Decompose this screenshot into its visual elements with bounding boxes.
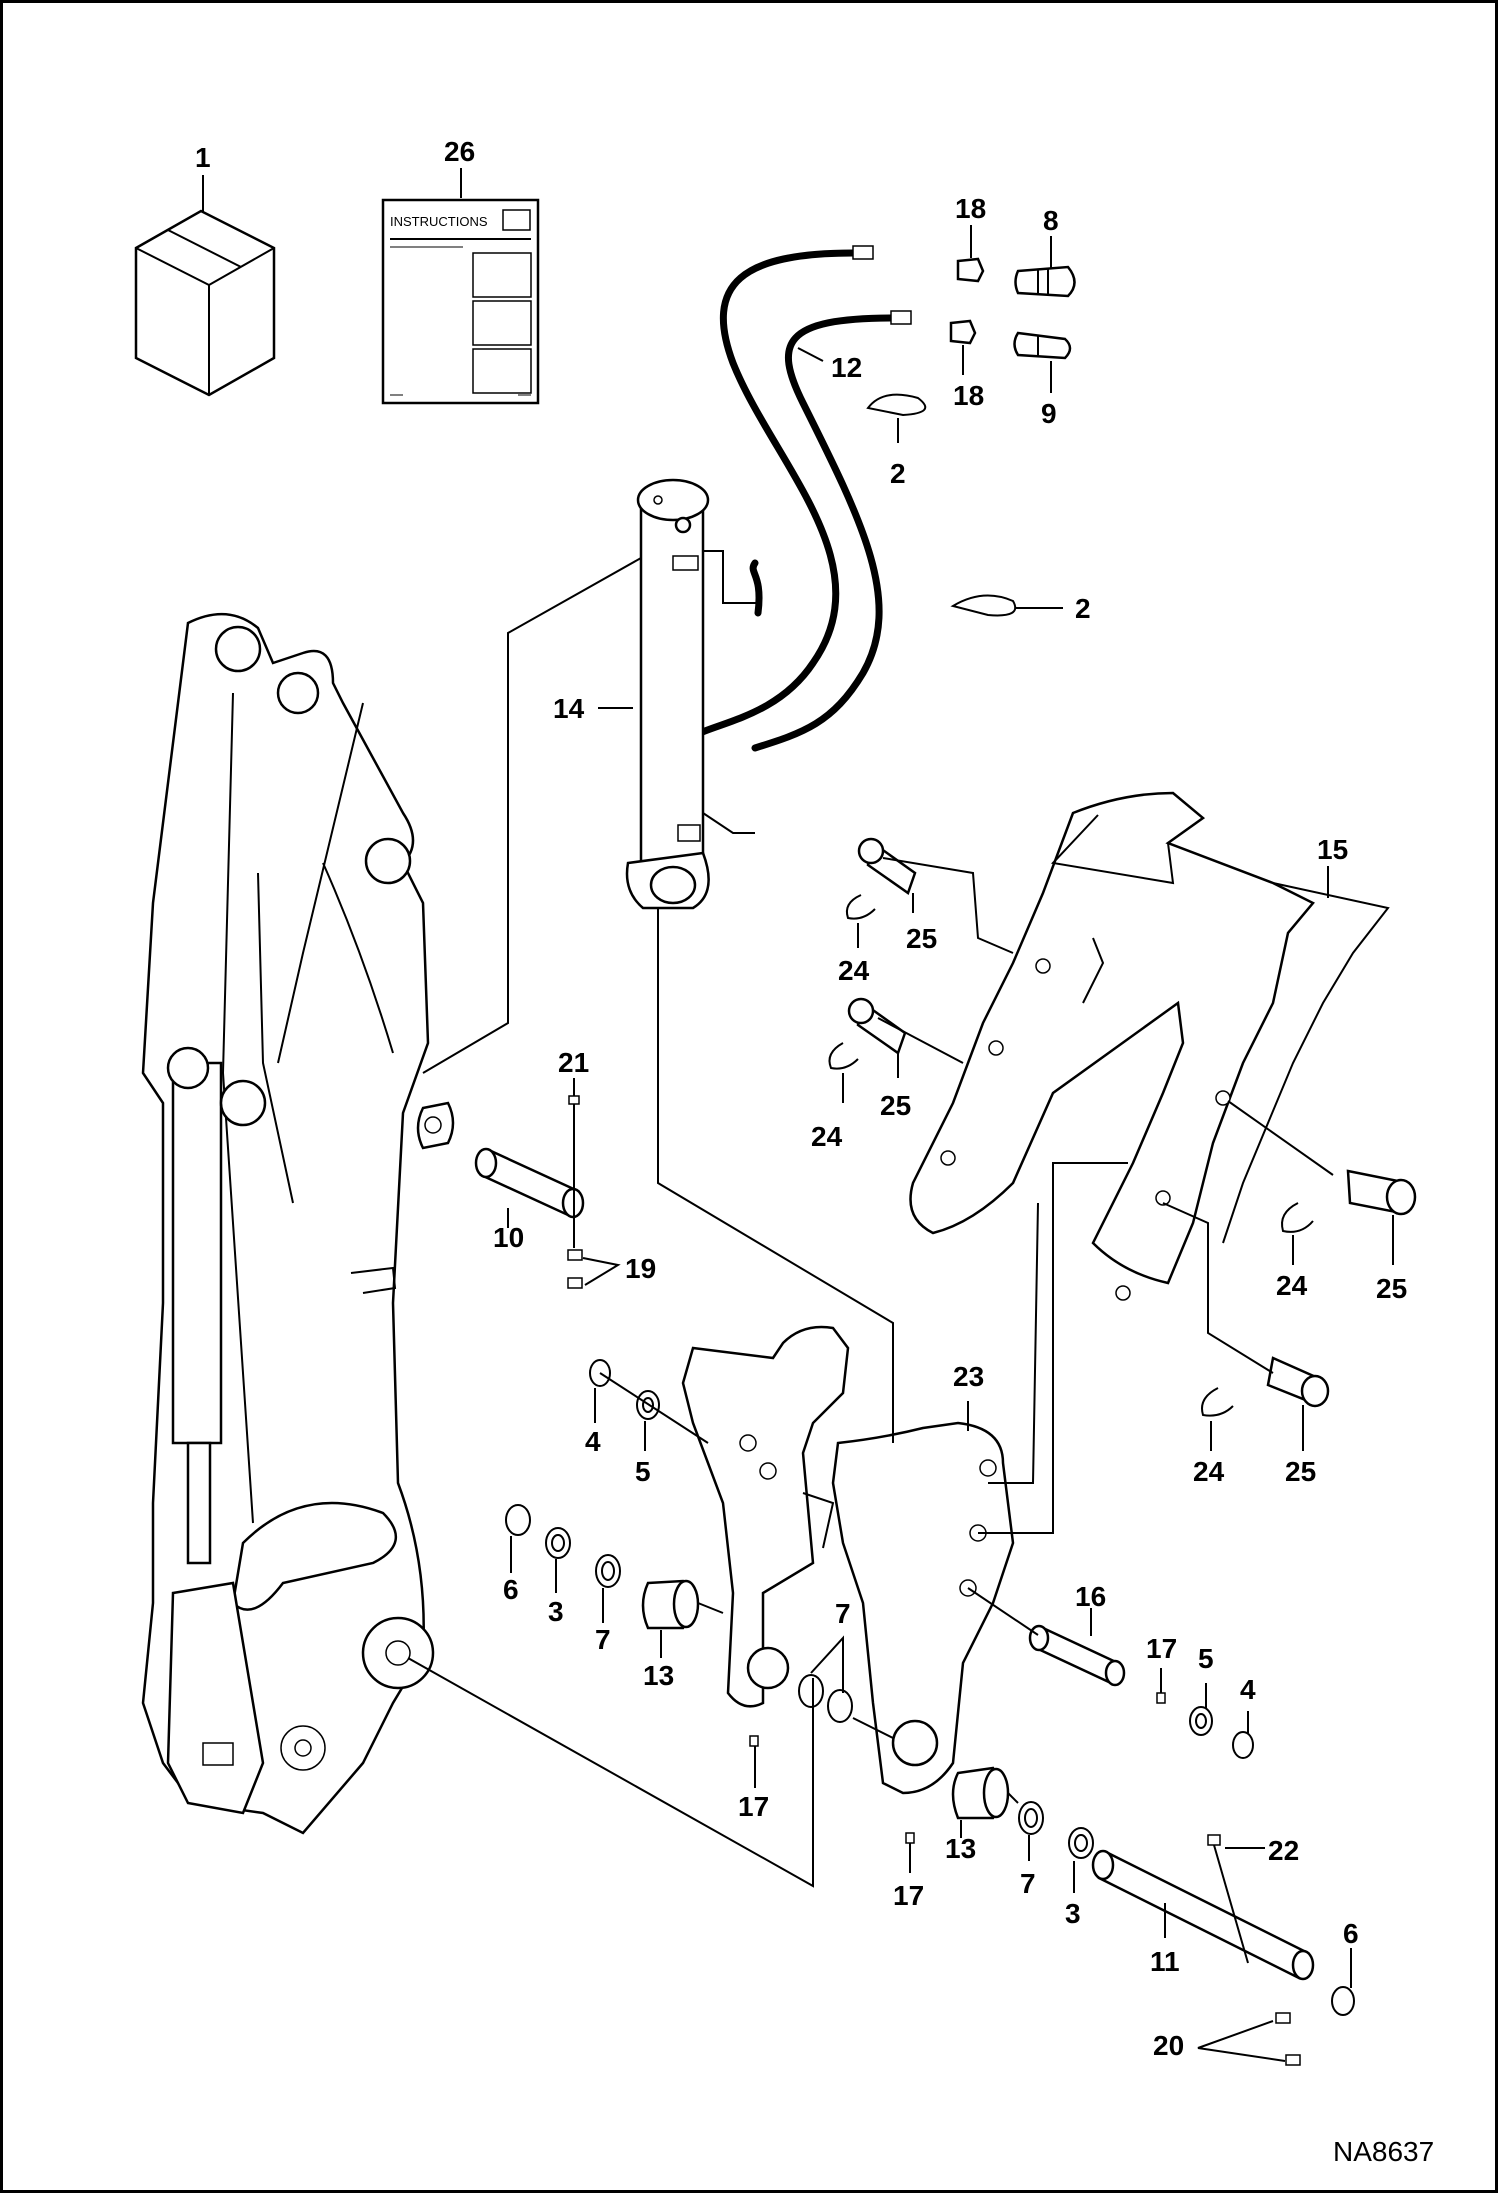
part-5-washer-a — [636, 1390, 660, 1420]
callout-17-b: 17 — [738, 1791, 769, 1822]
part-24-clip-c — [1281, 1202, 1314, 1233]
callout-12: 12 — [831, 352, 862, 383]
callout-6-a: 6 — [503, 1574, 519, 1605]
callout-4-b: 4 — [1240, 1674, 1256, 1705]
callout-24-a: 24 — [838, 955, 870, 986]
callout-13-b: 13 — [945, 1833, 976, 1864]
hose-end-fittings — [852, 245, 912, 325]
callout-2-lower: 2 — [1075, 593, 1091, 624]
callout-25-c: 25 — [1376, 1273, 1407, 1304]
part-26-instructions-sheet: INSTRUCTIONS — [381, 198, 540, 405]
callout-numbers: 1 26 18 8 12 18 9 2 2 14 15 24 25 24 25 … — [195, 136, 1407, 2061]
part-20-nuts — [1275, 2012, 1301, 2066]
callout-7-a: 7 — [595, 1624, 611, 1655]
part-1-box — [134, 209, 276, 397]
callout-1: 1 — [195, 142, 211, 173]
assembly-lines — [407, 550, 1334, 1888]
callout-22: 22 — [1268, 1835, 1299, 1866]
part-5-washer-b — [1189, 1706, 1213, 1736]
instructions-label: INSTRUCTIONS — [390, 214, 488, 229]
part-2-cable-tie-upper — [866, 393, 927, 417]
callout-6-b: 6 — [1343, 1918, 1359, 1949]
callout-13-a: 13 — [643, 1660, 674, 1691]
callout-7-c: 7 — [1020, 1868, 1036, 1899]
callout-26: 26 — [444, 136, 475, 167]
part-24-clip-a — [845, 894, 876, 920]
callout-3-a: 3 — [548, 1596, 564, 1627]
part-25-pin-b — [847, 997, 907, 1055]
part-6-snap-ring-b — [1331, 1986, 1355, 2016]
callout-24-d: 24 — [1193, 1456, 1225, 1487]
callout-21: 21 — [558, 1047, 589, 1078]
part-10-pin — [474, 1147, 585, 1219]
callout-17-c: 17 — [893, 1880, 924, 1911]
callout-3-b: 3 — [1065, 1898, 1081, 1929]
callout-23: 23 — [953, 1361, 984, 1392]
callout-7-b: 7 — [835, 1598, 851, 1629]
callout-24-b: 24 — [811, 1121, 843, 1152]
callout-10: 10 — [493, 1222, 524, 1253]
callout-18-upper: 18 — [955, 193, 986, 224]
part-13-bushing-b — [951, 1766, 1010, 1820]
part-18-adapter-lower — [949, 319, 977, 345]
part-11-pin — [1091, 1849, 1315, 1981]
part-17-grease-fitting-c — [905, 1832, 915, 1844]
callout-4-a: 4 — [585, 1426, 601, 1457]
part-24-clip-b — [828, 1042, 859, 1070]
callout-2-upper: 2 — [890, 458, 906, 489]
part-25-pin-c — [1346, 1169, 1417, 1216]
part-15-bucket-frame — [909, 791, 1390, 1301]
part-6-snap-ring-a — [505, 1504, 531, 1536]
document-id: NA8637 — [1333, 2136, 1434, 2167]
callout-16: 16 — [1075, 1581, 1106, 1612]
part-17-grease-fitting-a — [1156, 1692, 1166, 1704]
part-4-snap-ring-b — [1232, 1731, 1254, 1759]
callout-17-a: 17 — [1146, 1633, 1177, 1664]
callout-8: 8 — [1043, 205, 1059, 236]
part-4-snap-ring-a — [589, 1359, 611, 1387]
callout-11: 11 — [1150, 1946, 1180, 1977]
part-13-bushing-a — [641, 1579, 700, 1630]
callout-25-d: 25 — [1285, 1456, 1316, 1487]
part-25-pin-d — [1266, 1356, 1330, 1408]
callout-14: 14 — [553, 693, 585, 724]
callout-leaders — [202, 168, 1394, 2062]
callout-20: 20 — [1153, 2030, 1184, 2061]
callout-5-a: 5 — [635, 1456, 651, 1487]
part-12-hoses — [679, 249, 897, 752]
part-8-coupler — [1014, 265, 1076, 298]
part-3-shim-a — [545, 1527, 571, 1559]
callout-19: 19 — [625, 1253, 656, 1284]
exploded-parts-diagram: INSTRUCTIONS — [134, 136, 1434, 2167]
part-16-pin — [1028, 1624, 1126, 1687]
part-17-grease-fitting-b — [749, 1735, 759, 1747]
part-24-clip-d — [1201, 1387, 1234, 1417]
part-2-cable-tie-lower — [950, 594, 1017, 617]
part-18-adapter-upper — [956, 257, 985, 283]
part-23-link-plates — [681, 1325, 1015, 1795]
part-25-pin-a — [857, 837, 917, 895]
callout-5-b: 5 — [1198, 1643, 1214, 1674]
part-19-nuts — [567, 1249, 583, 1289]
part-9-coupler — [1013, 331, 1072, 360]
callout-15: 15 — [1317, 834, 1348, 865]
part-3-shim-b — [1068, 1827, 1094, 1859]
part-7-seal-c — [1018, 1801, 1044, 1835]
part-7-seal-b — [798, 1674, 853, 1723]
part-21-bolt — [568, 1095, 580, 1178]
part-14-hydraulic-cylinder — [625, 478, 710, 910]
callout-25-a: 25 — [906, 923, 937, 954]
part-22-bolt — [1207, 1834, 1249, 1964]
callout-25-b: 25 — [880, 1090, 911, 1121]
part-7-seal-a — [595, 1554, 621, 1588]
callout-18-lower: 18 — [953, 380, 984, 411]
callout-24-c: 24 — [1276, 1270, 1308, 1301]
excavator-arm-assembly — [141, 612, 455, 1835]
callout-9: 9 — [1041, 398, 1057, 429]
